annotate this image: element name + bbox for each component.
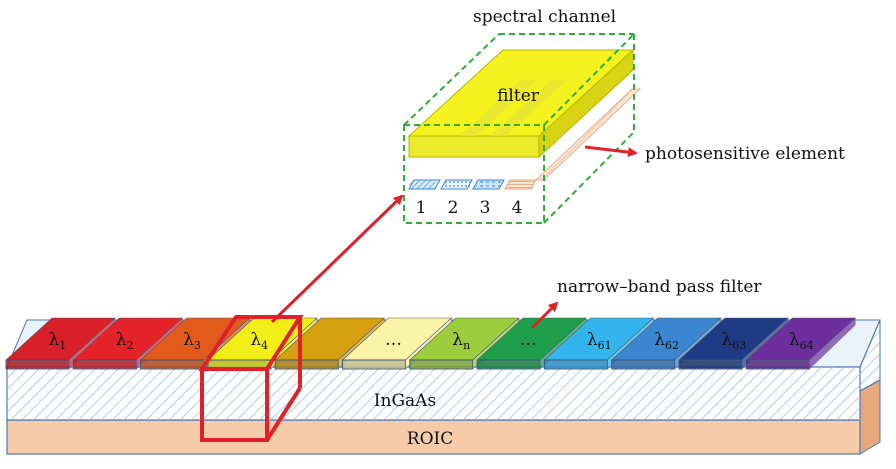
channel-boundary	[403, 33, 635, 224]
zoom-arrow	[270, 194, 404, 324]
filter-tile-front	[72, 359, 137, 370]
element-number: 1	[416, 198, 427, 218]
filter-tile-front	[476, 359, 541, 370]
filter-tile-side	[808, 317, 856, 370]
roic-label: ROIC	[407, 429, 453, 449]
filter-tile-front	[140, 359, 205, 370]
element-number-labels: 1 2 3 4	[416, 198, 523, 218]
filter-tile-front	[543, 359, 608, 370]
highlight-box	[198, 315, 304, 442]
filter-tile-front	[745, 359, 810, 370]
filter-tile-front	[342, 359, 406, 370]
filter-tile-front	[274, 359, 339, 370]
filter-label: filter	[497, 86, 540, 106]
filter-wavelength-label: …	[385, 330, 402, 350]
roic-layer: ROIC	[6, 379, 881, 455]
narrow-band-label: narrow–band pass filter	[557, 277, 762, 297]
filter-tile-front	[678, 359, 743, 370]
narrow-band-arrow	[530, 301, 559, 330]
filter-tile-front	[611, 359, 676, 370]
photosensitive-elements	[408, 88, 642, 190]
photosensitive-label: photosensitive element	[645, 144, 845, 164]
filter-tile-front	[5, 359, 70, 370]
element-number: 4	[512, 198, 523, 218]
ingaas-label: InGaAs	[374, 391, 436, 411]
filter-tile-front	[409, 359, 474, 370]
element-number: 3	[480, 198, 491, 218]
channel-filter-block: filter	[407, 48, 635, 159]
filter-tile: λ64	[745, 317, 857, 370]
filter-wavelength-label: …	[520, 330, 537, 350]
photosensitive-arrow	[584, 145, 638, 158]
spectral-channel-view: filter 1 2 3 4 photosensitive element spect…	[403, 7, 845, 224]
spectral-channel-label: spectral channel	[473, 7, 616, 27]
element-number: 2	[448, 198, 459, 218]
